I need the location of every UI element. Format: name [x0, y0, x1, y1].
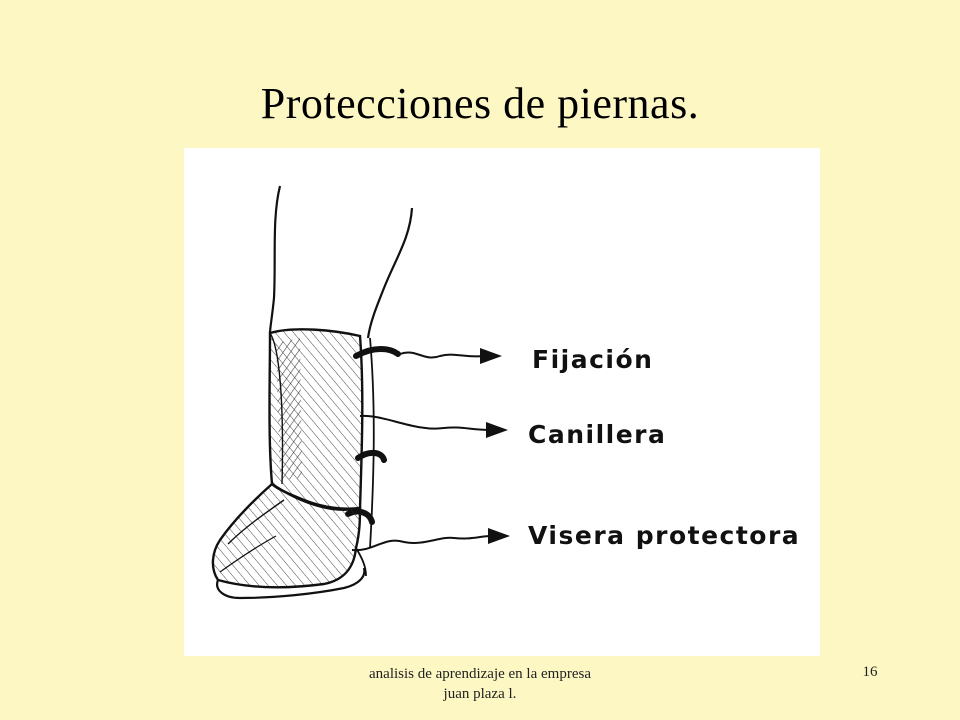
callout-arrows	[351, 351, 493, 552]
footer-line-1: analisis de aprendizaje en la empresa	[369, 666, 591, 682]
label-canillera: Canillera	[528, 420, 667, 449]
label-visera-protectora: Visera protectora	[528, 521, 801, 550]
slide-footer: analisis de aprendizaje en la empresa ju…	[300, 664, 660, 704]
upper-strap	[353, 346, 401, 359]
arrowheads	[480, 348, 510, 544]
sole	[216, 567, 366, 600]
footer-line-2: juan plaza l.	[443, 686, 517, 702]
page-number: 16	[862, 664, 878, 680]
canillera-arrow-line	[359, 414, 491, 431]
leg-guard-figure: Fijación Canillera Visera protectora	[184, 148, 820, 656]
toe-visor	[211, 482, 362, 589]
leg-right-edge	[366, 207, 414, 339]
visera-arrow-line	[351, 535, 493, 552]
middle-strap	[355, 450, 387, 463]
leg-left-edge	[268, 185, 282, 334]
slide-title: Protecciones de piernas.	[260, 79, 700, 128]
fijacion-arrow-line	[399, 351, 485, 359]
label-fijacion: Fijación	[532, 345, 654, 374]
leg-guard-drawing	[211, 185, 510, 600]
